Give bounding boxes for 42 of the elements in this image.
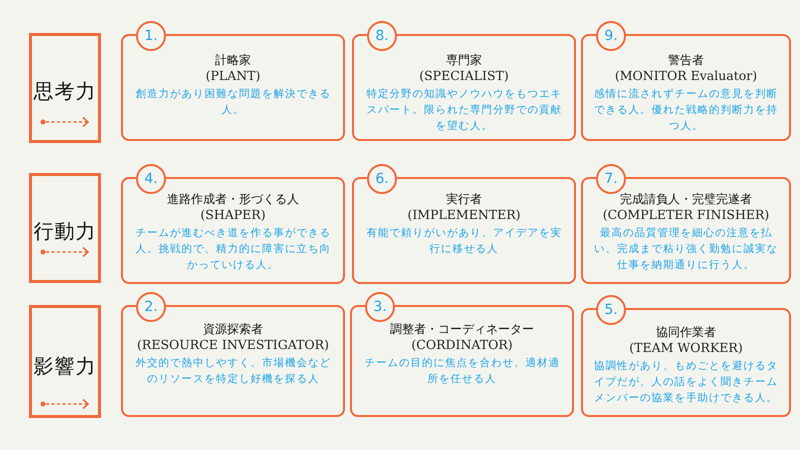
role-english-name: (TEAM WORKER) (628, 340, 744, 356)
role-english-name: (RESOURCE INVESTIGATOR) (136, 337, 330, 353)
role-name: 専門家 (445, 52, 483, 68)
role-english-name: (IMPLEMENTER) (406, 207, 522, 223)
role-description: 創造力があり困難な問題を解決できる人。 (134, 87, 332, 118)
category-label: 行動力 (32, 218, 98, 245)
number-circle: 2. (136, 292, 166, 322)
role-description: 有能で頼りがいがあり、アイデアを実行に移せる人 (365, 226, 563, 257)
category-box (29, 33, 101, 143)
number-circle: 3. (365, 292, 395, 322)
category-label: 思考力 (32, 78, 98, 105)
number-circle: 5. (596, 295, 626, 325)
role-description: 感情に流されずチームの意見を判断できる人。優れた戦略的判断力を持つ人。 (593, 87, 779, 134)
category-box (29, 173, 101, 283)
role-english-name: (COMPLETER FINISHER) (602, 207, 770, 223)
category-box (29, 305, 101, 418)
role-name: 進路作成者・形づくる人 (166, 191, 300, 207)
number-circle: 1. (136, 21, 166, 51)
number-circle: 9. (596, 21, 626, 51)
number-circle: 6. (367, 164, 397, 194)
role-description: 特定分野の知識やノウハウをもつエキスパート。限られた専門分野での貢献を望む人。 (365, 87, 563, 134)
role-name: 実行者 (445, 191, 483, 207)
role-name: 調整者・コーディネーター (389, 321, 535, 337)
category-label: 影響力 (32, 353, 98, 380)
role-description: 外交的で熱中しやすく、市場機会などのリソースを特定し好機を探る人 (134, 356, 332, 387)
role-description: チームの目的に焦点を合わせ、適材適所を任せる人 (363, 356, 561, 387)
role-name: 完成請負人・完璧完遂者 (619, 191, 753, 207)
role-description: 最高の品質管理を細心の注意を払い、完成まで粘り強く勤勉に誠実な仕事を納期通りに行う人。 (593, 226, 779, 273)
role-english-name: (SHAPER) (199, 207, 267, 223)
role-english-name: (PLANT) (204, 68, 262, 84)
role-name: 協同作業者 (655, 324, 717, 340)
number-circle: 4. (136, 164, 166, 194)
role-name: 計略家 (214, 52, 252, 68)
number-circle: 7. (596, 164, 626, 194)
role-english-name: (MONITOR Evaluator) (614, 68, 758, 84)
role-description: チームが進むべき道を作る事ができる人。挑戦的で、精力的に障害に立ち向かっていける人。 (134, 226, 332, 273)
role-english-name: (CORDINATOR) (410, 337, 514, 353)
role-name: 警告者 (667, 52, 705, 68)
role-name: 資源探索者 (202, 321, 264, 337)
role-description: 協調性があり、もめごとを避けるタイプだが、人の話をよく聞きチームメンバーの協業を手助けできる人。 (593, 359, 779, 406)
number-circle: 8. (367, 21, 397, 51)
role-english-name: (SPECIALIST) (418, 68, 510, 84)
